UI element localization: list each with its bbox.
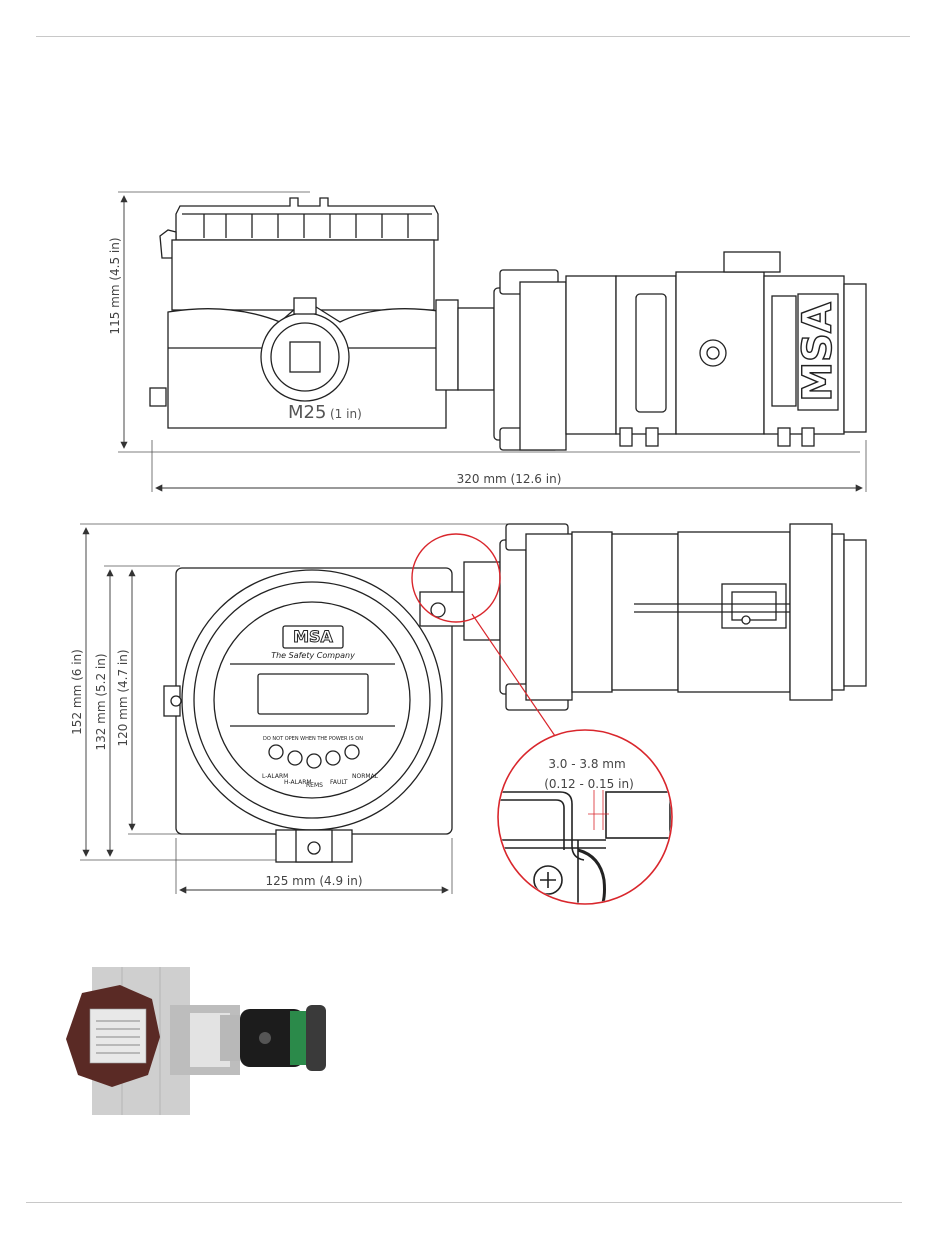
keypad-notice: DO NOT OPEN WHEN THE POWER IS ON [263, 736, 363, 742]
conduit-label: M25 [288, 402, 326, 423]
front-logo-tagline: The Safety Company [271, 651, 355, 660]
mid-height-label: 132 mm (5.2 in) [94, 653, 108, 750]
front-logo: MSA [293, 627, 333, 646]
gap-dimension-label: 3.0 - 3.8 mm [548, 757, 625, 771]
top-view: MSA M25 (1 in) [118, 192, 866, 492]
conduit-label-inch: (1 in) [330, 407, 362, 421]
sensor-logo: MSA [795, 302, 841, 402]
length-dimension-label: 320 mm (12.6 in) [457, 472, 562, 486]
inner-height-label: 120 mm (4.7 in) [116, 649, 130, 746]
indicator-label-4: FAULT [330, 779, 348, 786]
product-label [90, 1009, 146, 1063]
overall-height-label: 152 mm (6 in) [70, 649, 84, 735]
front-view: MSA The Safety Company DO NOT OPEN WHEN … [80, 524, 866, 894]
installed-product-photo [60, 965, 332, 1115]
height-dimension-label: 115 mm (4.5 in) [108, 237, 122, 334]
enclosure-body [150, 240, 494, 428]
indicator-label-5: NORMAL [352, 773, 379, 780]
gap-dimension-label-inch: (0.12 - 0.15 in) [544, 777, 634, 791]
sensor-assembly: MSA [494, 252, 866, 450]
indicator-label-3: REMS [306, 782, 323, 789]
width-dimension-label: 125 mm (4.9 in) [265, 874, 362, 888]
